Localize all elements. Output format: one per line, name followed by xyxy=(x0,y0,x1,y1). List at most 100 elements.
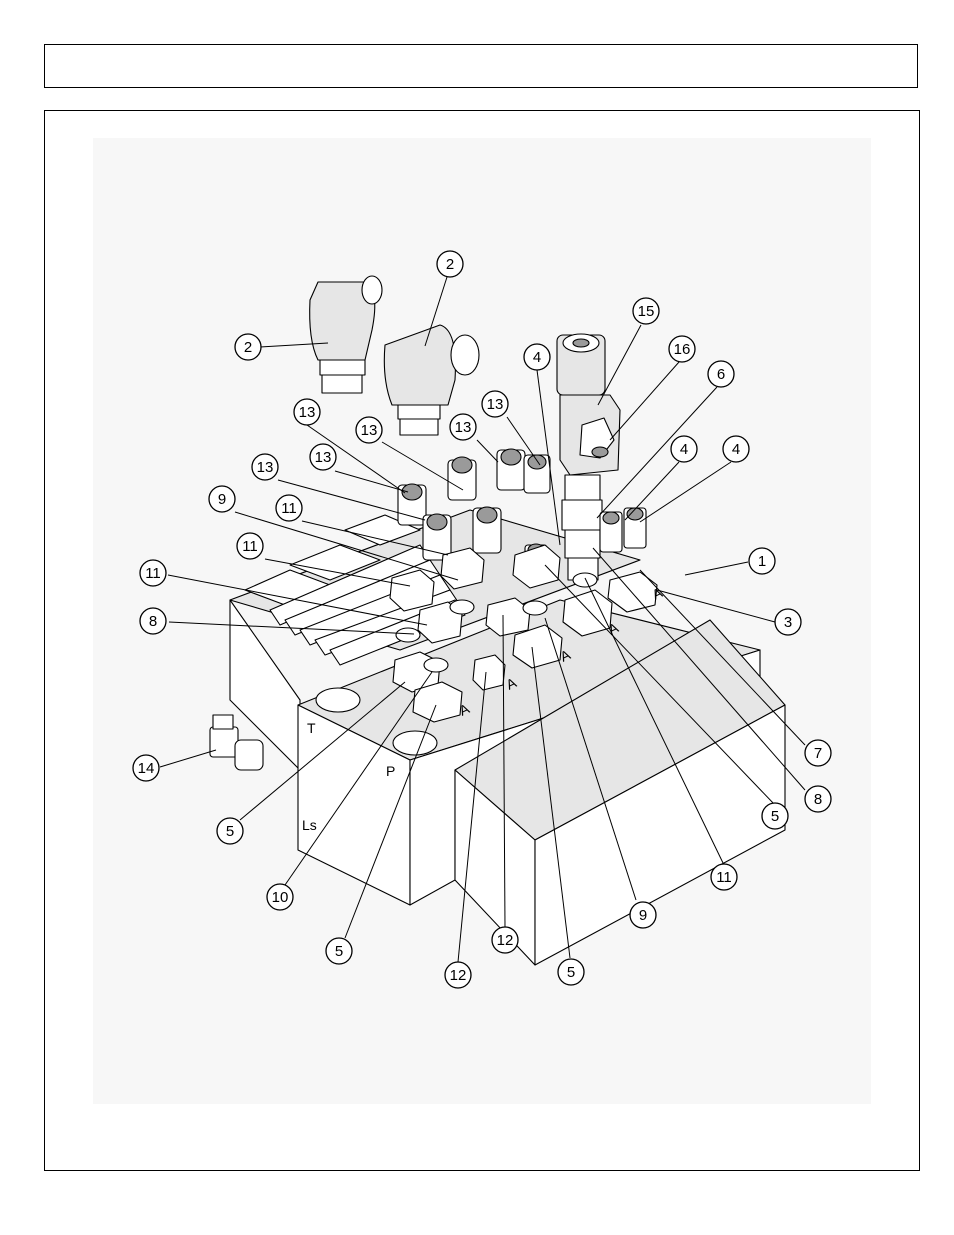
svg-text:5: 5 xyxy=(771,808,779,825)
diagram-frame xyxy=(44,110,920,1171)
fitting-13-2 xyxy=(496,448,526,491)
callout-5b: 5 xyxy=(216,817,244,845)
callout-4a: 4 xyxy=(523,343,551,371)
svg-text:13: 13 xyxy=(455,419,472,436)
callout-11c: 11 xyxy=(139,559,167,587)
callout-13a: 13 xyxy=(293,398,321,426)
svg-text:4: 4 xyxy=(680,441,688,458)
callout-8a: 8 xyxy=(139,607,167,635)
svg-text:15: 15 xyxy=(638,303,655,320)
fittings-cluster xyxy=(389,448,658,723)
svg-text:11: 11 xyxy=(716,869,732,886)
svg-text:1: 1 xyxy=(758,553,766,570)
svg-text:13: 13 xyxy=(299,404,316,421)
hex-cap-8 xyxy=(417,601,463,644)
svg-text:2: 2 xyxy=(244,339,252,356)
hex-cap-5 xyxy=(607,571,658,613)
callout-2b: 2 xyxy=(436,250,464,278)
callout-14: 14 xyxy=(132,754,160,782)
fitting-4-3 xyxy=(623,507,647,549)
hex-cap-3 xyxy=(512,624,563,669)
svg-text:5: 5 xyxy=(226,823,234,840)
electrical-connector-left xyxy=(309,275,383,394)
callout-5d: 5 xyxy=(557,958,585,986)
svg-text:12: 12 xyxy=(450,967,467,984)
port-label-t: T xyxy=(307,720,316,736)
port-hole-p xyxy=(392,730,438,756)
hex-cap-10 xyxy=(440,547,485,590)
solenoid-valve xyxy=(556,333,621,581)
callout-5c: 5 xyxy=(325,937,353,965)
svg-text:10: 10 xyxy=(272,889,289,906)
svg-text:13: 13 xyxy=(257,459,274,476)
fitting-13-4 xyxy=(397,483,427,526)
svg-text:5: 5 xyxy=(567,964,575,981)
leader-lines xyxy=(159,276,806,963)
port-hole-t xyxy=(315,687,361,713)
fitting-13-1 xyxy=(447,456,477,501)
svg-text:13: 13 xyxy=(315,449,332,466)
callout-5a: 5 xyxy=(761,802,789,830)
electrical-connector-right xyxy=(383,324,480,436)
svg-text:13: 13 xyxy=(361,422,378,439)
hex-cap-9 xyxy=(389,569,435,612)
fitting-13-3 xyxy=(523,454,551,494)
callout-15: 15 xyxy=(632,297,660,325)
callout-6: 6 xyxy=(707,360,735,388)
hex-cap-7 xyxy=(512,544,561,589)
callout-4c: 4 xyxy=(722,435,750,463)
svg-text:8: 8 xyxy=(814,791,822,808)
callout-3: 3 xyxy=(774,608,802,636)
callout-13d: 13 xyxy=(481,390,509,418)
svg-text:8: 8 xyxy=(149,613,157,630)
svg-text:9: 9 xyxy=(218,491,226,508)
fitting-14 xyxy=(209,714,264,771)
callouts: 2 2 15 16 6 4 4 4 13 13 13 13 13 13 9 11… xyxy=(132,250,832,989)
callout-10: 10 xyxy=(266,883,294,911)
extension-front-face xyxy=(534,704,786,966)
callout-12b: 12 xyxy=(444,961,472,989)
callout-9b: 9 xyxy=(629,901,657,929)
fitting-4-2 xyxy=(599,511,623,553)
svg-text:9: 9 xyxy=(639,907,647,924)
callout-13c: 13 xyxy=(449,413,477,441)
drawing-background xyxy=(93,138,871,1104)
callout-9a: 9 xyxy=(208,485,236,513)
svg-text:4: 4 xyxy=(732,441,740,458)
callout-2a: 2 xyxy=(234,333,262,361)
plug-12 xyxy=(472,654,506,691)
svg-text:2: 2 xyxy=(446,256,454,273)
callout-13f: 13 xyxy=(251,453,279,481)
svg-text:3: 3 xyxy=(784,614,792,631)
callout-8b: 8 xyxy=(804,785,832,813)
callout-4b: 4 xyxy=(670,435,698,463)
svg-text:5: 5 xyxy=(335,943,343,960)
svg-text:14: 14 xyxy=(138,760,155,777)
callout-1: 1 xyxy=(748,547,776,575)
callout-7: 7 xyxy=(804,739,832,767)
callout-12a: 12 xyxy=(491,926,519,954)
callout-11b: 11 xyxy=(236,532,264,560)
callout-11d: 11 xyxy=(710,863,738,891)
svg-text:16: 16 xyxy=(674,341,691,358)
svg-text:4: 4 xyxy=(533,349,541,366)
svg-text:11: 11 xyxy=(281,500,297,517)
hex-cap-6 xyxy=(485,597,531,637)
callout-13e: 13 xyxy=(309,443,337,471)
svg-text:11: 11 xyxy=(242,538,258,555)
svg-text:6: 6 xyxy=(717,366,725,383)
port-label-p: P xyxy=(386,763,395,779)
svg-text:11: 11 xyxy=(145,565,161,582)
fitting-13-5 xyxy=(422,513,452,561)
callout-11a: 11 xyxy=(275,494,303,522)
callout-16: 16 xyxy=(668,335,696,363)
fitting-13-6 xyxy=(472,506,502,554)
hex-cap-4 xyxy=(562,589,613,637)
svg-text:7: 7 xyxy=(814,745,822,762)
port-label-ls: Ls xyxy=(302,817,317,833)
header-box xyxy=(44,44,918,88)
svg-text:12: 12 xyxy=(497,932,514,949)
svg-text:13: 13 xyxy=(487,396,504,413)
callout-13b: 13 xyxy=(355,416,383,444)
